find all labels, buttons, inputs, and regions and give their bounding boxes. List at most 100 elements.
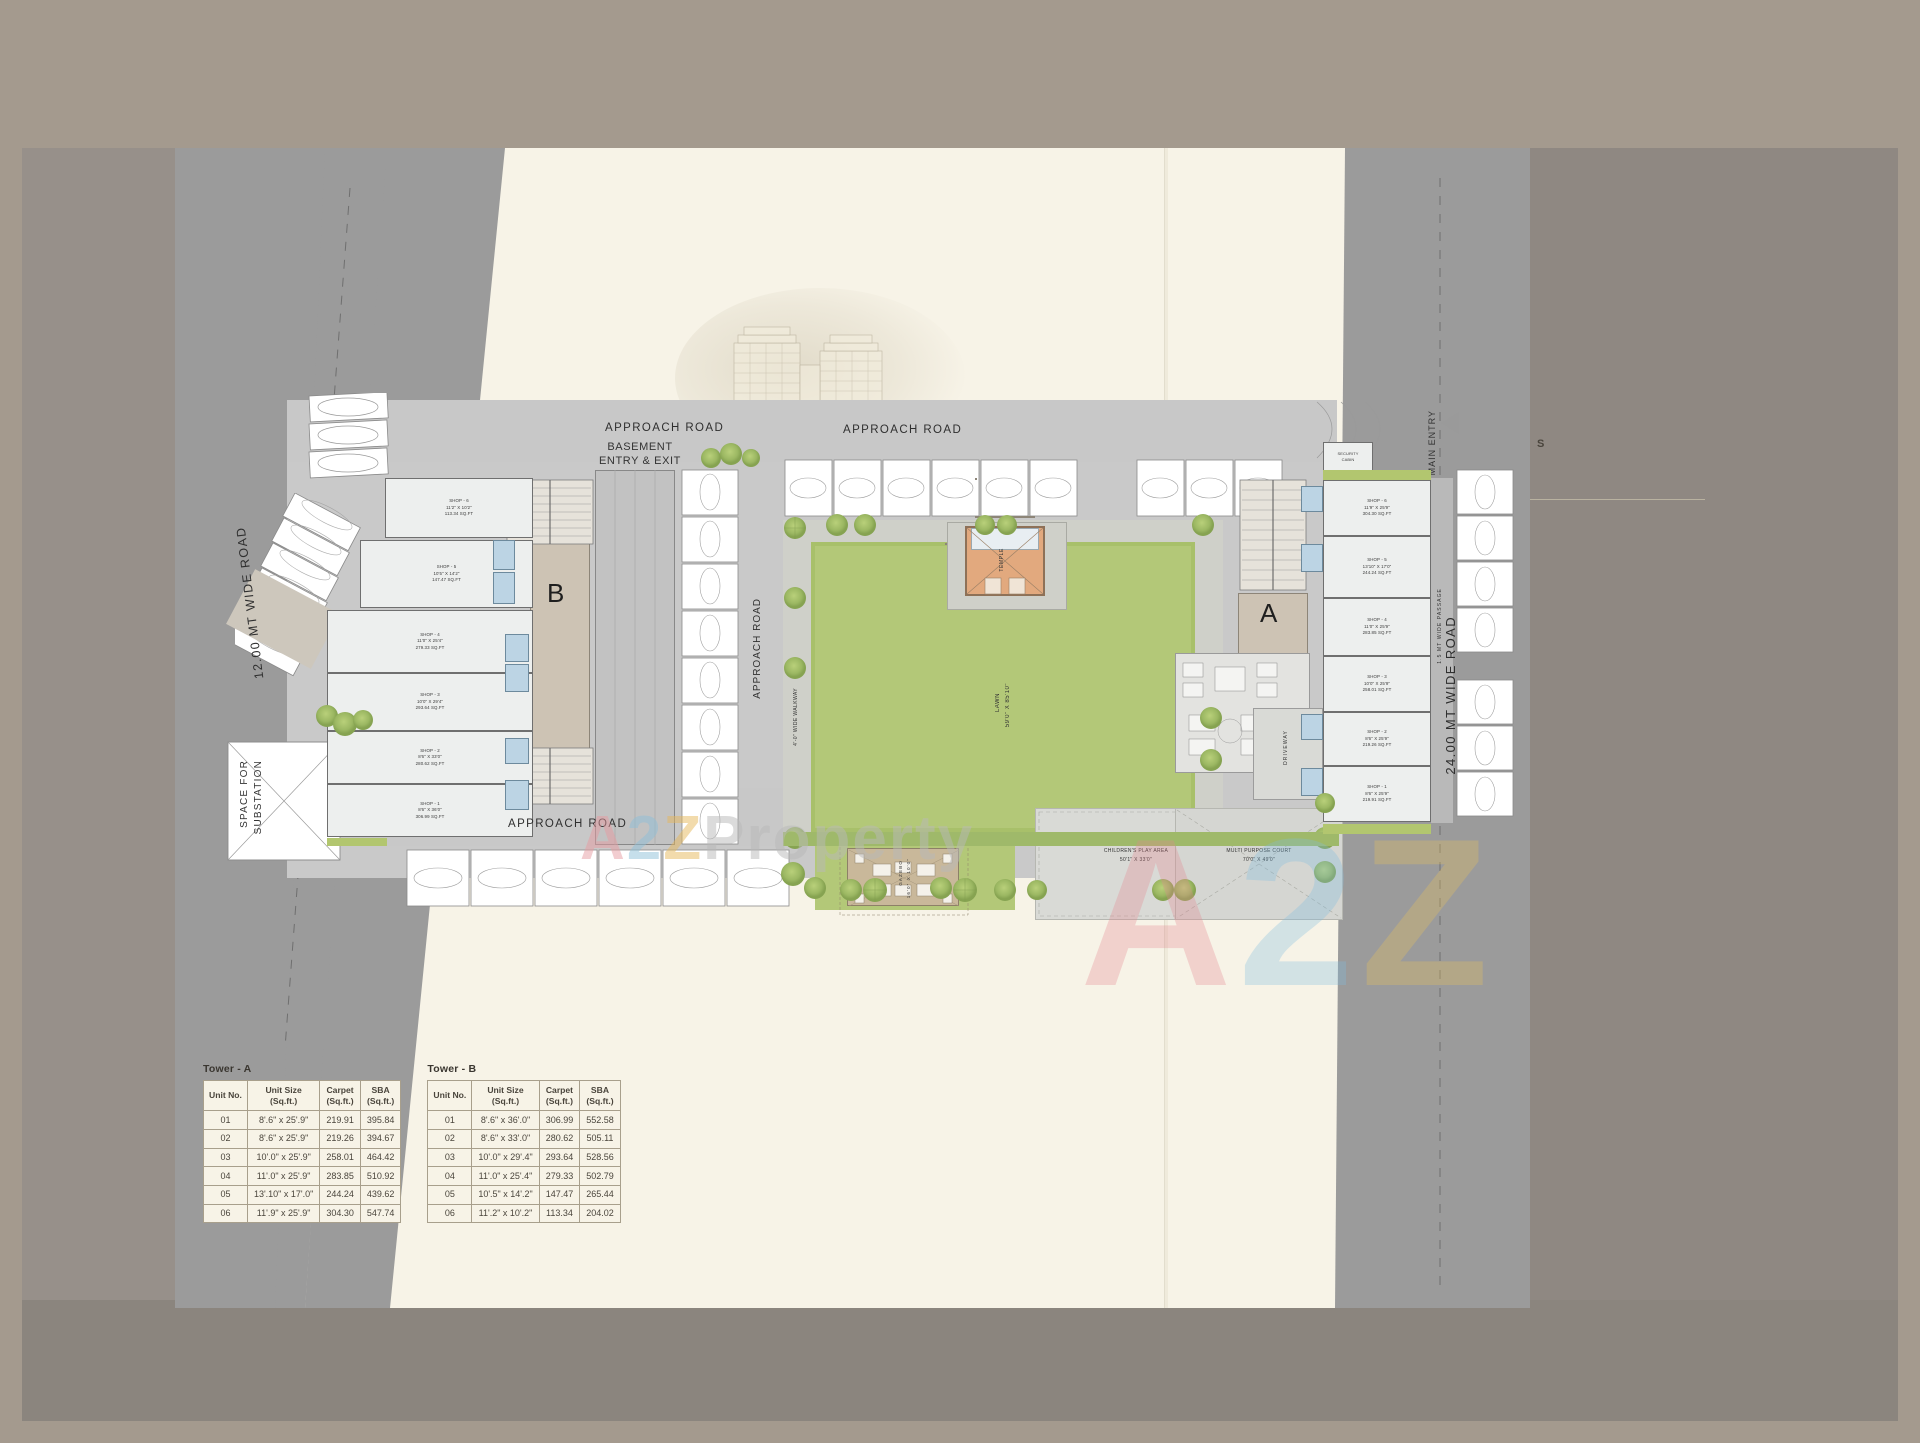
cell-carpet: 113.34	[538, 1203, 581, 1224]
parking-bay-group-centerleft	[681, 469, 739, 845]
cell-sba: 439.62	[359, 1184, 402, 1205]
multi-purpose-court-hatch	[1176, 809, 1342, 919]
tower-b-toilet-2	[493, 572, 515, 604]
basement-entry-label-line1: BASEMENT	[607, 441, 673, 453]
gazebo-label-line1: GAZEBO	[898, 860, 903, 886]
lawn-edge-tower-a-top	[1323, 470, 1431, 480]
tower-a-staircase	[1239, 479, 1307, 591]
cell-unit-no: 01	[203, 1110, 248, 1131]
site-context-grey-bottom	[22, 1300, 1898, 1421]
cell-sba: 502.79	[579, 1166, 621, 1186]
approach-road-top-band	[287, 400, 1337, 462]
passage-right	[1431, 478, 1453, 823]
tower-b-toilet-5	[505, 738, 529, 764]
lawn-label-line2: 59'0" X 85'10"	[1005, 683, 1011, 728]
tower-b-shop-2: SHOP - 2 8'6" X 33'0" 280.62 SQ.FT	[327, 731, 533, 784]
cell-carpet: 280.62	[538, 1129, 581, 1149]
cell-unit-size: 8'.6" x 25'.9"	[246, 1110, 321, 1131]
cell-carpet: 279.33	[538, 1166, 581, 1186]
tower-b-shop-4-text: SHOP - 4 11'0" X 25'4" 279.33 SQ.FT	[415, 631, 445, 650]
tower-b-toilet-6	[505, 780, 529, 810]
play-area-label-line2: 50'1" X 33'0"	[1119, 857, 1153, 863]
tower-a-toilet-1	[1301, 486, 1323, 512]
tower-b-shop-3-text: SHOP - 3 10'0" X 29'4" 293.64 SQ.FT	[415, 692, 445, 711]
cell-carpet: 219.91	[319, 1110, 361, 1131]
walkway-left-label: 4'-0" WIDE WALKWAY	[793, 688, 799, 746]
cell-sba: 394.67	[359, 1129, 402, 1149]
cell-unit-size: 8'.6" x 25'.9"	[246, 1129, 321, 1149]
tower-a-shop-1: SHOP - 1 8'6" X 25'9" 219.91 SQ.FT	[1323, 766, 1431, 822]
tower-a-table-title: Tower - A	[203, 1063, 252, 1075]
cell-unit-no: 03	[427, 1147, 473, 1168]
main-entry-label: MAIN ENTRY	[1427, 410, 1437, 476]
cell-sba: 265.44	[579, 1184, 621, 1205]
cell-sba: 547.74	[359, 1203, 402, 1224]
gazebo-detail	[839, 840, 969, 916]
tower-a-shop-4: SHOP - 4 11'0" X 25'9" 283.85 SQ.FT	[1323, 598, 1431, 656]
approach-road-top-right-label: APPROACH ROAD	[843, 424, 963, 436]
cell-sba: 505.11	[579, 1129, 621, 1149]
parking-bay-group-right-upper	[1456, 469, 1514, 653]
cell-unit-size: 8'.6" x 36'.0"	[471, 1110, 540, 1131]
site-context-grey-right	[1530, 22, 1898, 1421]
cell-sba: 464.42	[359, 1147, 402, 1168]
cell-unit-size: 11'.0" x 25'.9"	[246, 1166, 321, 1186]
substation-label-line2: SUBSTATION	[253, 760, 264, 835]
play-area-hatch	[1038, 811, 1232, 917]
tower-a-table-block: Tower - A Unit No. Unit Size(Sq.ft.) Car…	[203, 1063, 402, 1224]
walkway-left-path	[783, 520, 811, 832]
tower-a-core-main	[1238, 593, 1308, 663]
multi-purpose-court-label-line2: 70'0" X 49'0"	[1242, 857, 1276, 863]
unit-schedule-tables: Tower - A Unit No. Unit Size(Sq.ft.) Car…	[203, 1063, 621, 1224]
tower-b-shop-5-text: SHOP - 5 10'5" X 14'2" 147.47 SQ.FT	[432, 564, 461, 583]
tower-a-shop-4-text: SHOP - 4 11'0" X 25'9" 283.85 SQ.FT	[1362, 617, 1392, 636]
site-context-grey-top	[22, 22, 1898, 148]
parking-bay-group-right-lower	[1456, 679, 1514, 817]
cell-unit-size: 8'.6" x 33'.0"	[471, 1129, 540, 1149]
th-carpet: Carpet(Sq.ft.)	[319, 1079, 361, 1112]
cell-unit-size: 10'.0" x 29'.4"	[471, 1147, 540, 1168]
compass-label-south: S	[1537, 438, 1545, 450]
th-unit-no: Unit No.	[203, 1079, 248, 1112]
cell-unit-no: 06	[427, 1203, 473, 1224]
cell-carpet: 283.85	[319, 1166, 361, 1186]
cell-carpet: 306.99	[538, 1110, 581, 1131]
tower-b-toilet-1	[493, 540, 515, 570]
approach-road-top-left-label: APPROACH ROAD	[605, 422, 725, 434]
tower-a-shop-3: SHOP - 3 10'0" X 25'9" 258.01 SQ.FT	[1323, 656, 1431, 712]
cell-unit-size: 10'.0" x 25'.9"	[246, 1147, 321, 1168]
approach-road-vertical-label: APPROACH ROAD	[752, 598, 763, 699]
driveway-label: DRIVEWAY	[1283, 730, 1289, 765]
lawn-edge-tower-b	[327, 838, 387, 846]
tower-a-toilet-2	[1301, 544, 1323, 572]
tower-a-shop-2: SHOP - 2 8'6" X 25'9" 219.26 SQ.FT	[1323, 712, 1431, 766]
tower-a-table: Unit No. Unit Size(Sq.ft.) Carpet(Sq.ft.…	[203, 1079, 402, 1224]
cell-carpet: 304.30	[319, 1203, 361, 1224]
tower-a-core	[945, 543, 947, 545]
tower-b-core	[530, 543, 590, 753]
parking-bay-group-topleft	[308, 393, 389, 479]
tower-b-toilet-3	[505, 634, 529, 662]
tower-a-letter: A	[1260, 598, 1278, 628]
space-for-substation	[227, 741, 341, 861]
cell-sba: 528.56	[579, 1147, 621, 1168]
cell-unit-size: 11'.0" x 25'.4"	[471, 1166, 540, 1186]
tower-b-shop-1: SHOP - 1 8'6" X 36'0" 306.99 SQ.FT	[327, 784, 533, 837]
gazebo-label-line2: 16'0" X 10'0"	[906, 858, 911, 899]
tower-b-shop-6: SHOP - 6 11'2" X 10'2" 113.34 SQ.FT	[385, 478, 533, 538]
tower-b-letter: B	[547, 578, 565, 608]
cell-unit-size: 11'.9" x 25'.9"	[246, 1203, 321, 1224]
temple-label: TEMPLE	[999, 548, 1005, 572]
tower-b-table-block: Tower - B Unit No. Unit Size(Sq.ft.) Car…	[427, 1063, 621, 1224]
tower-a-shop-1-text: SHOP - 1 8'6" X 25'9" 219.91 SQ.FT	[1362, 784, 1392, 803]
th-unit-size: Unit Size(Sq.ft.)	[471, 1079, 540, 1112]
cell-unit-size: 11'.2" x 10'.2"	[471, 1203, 540, 1224]
